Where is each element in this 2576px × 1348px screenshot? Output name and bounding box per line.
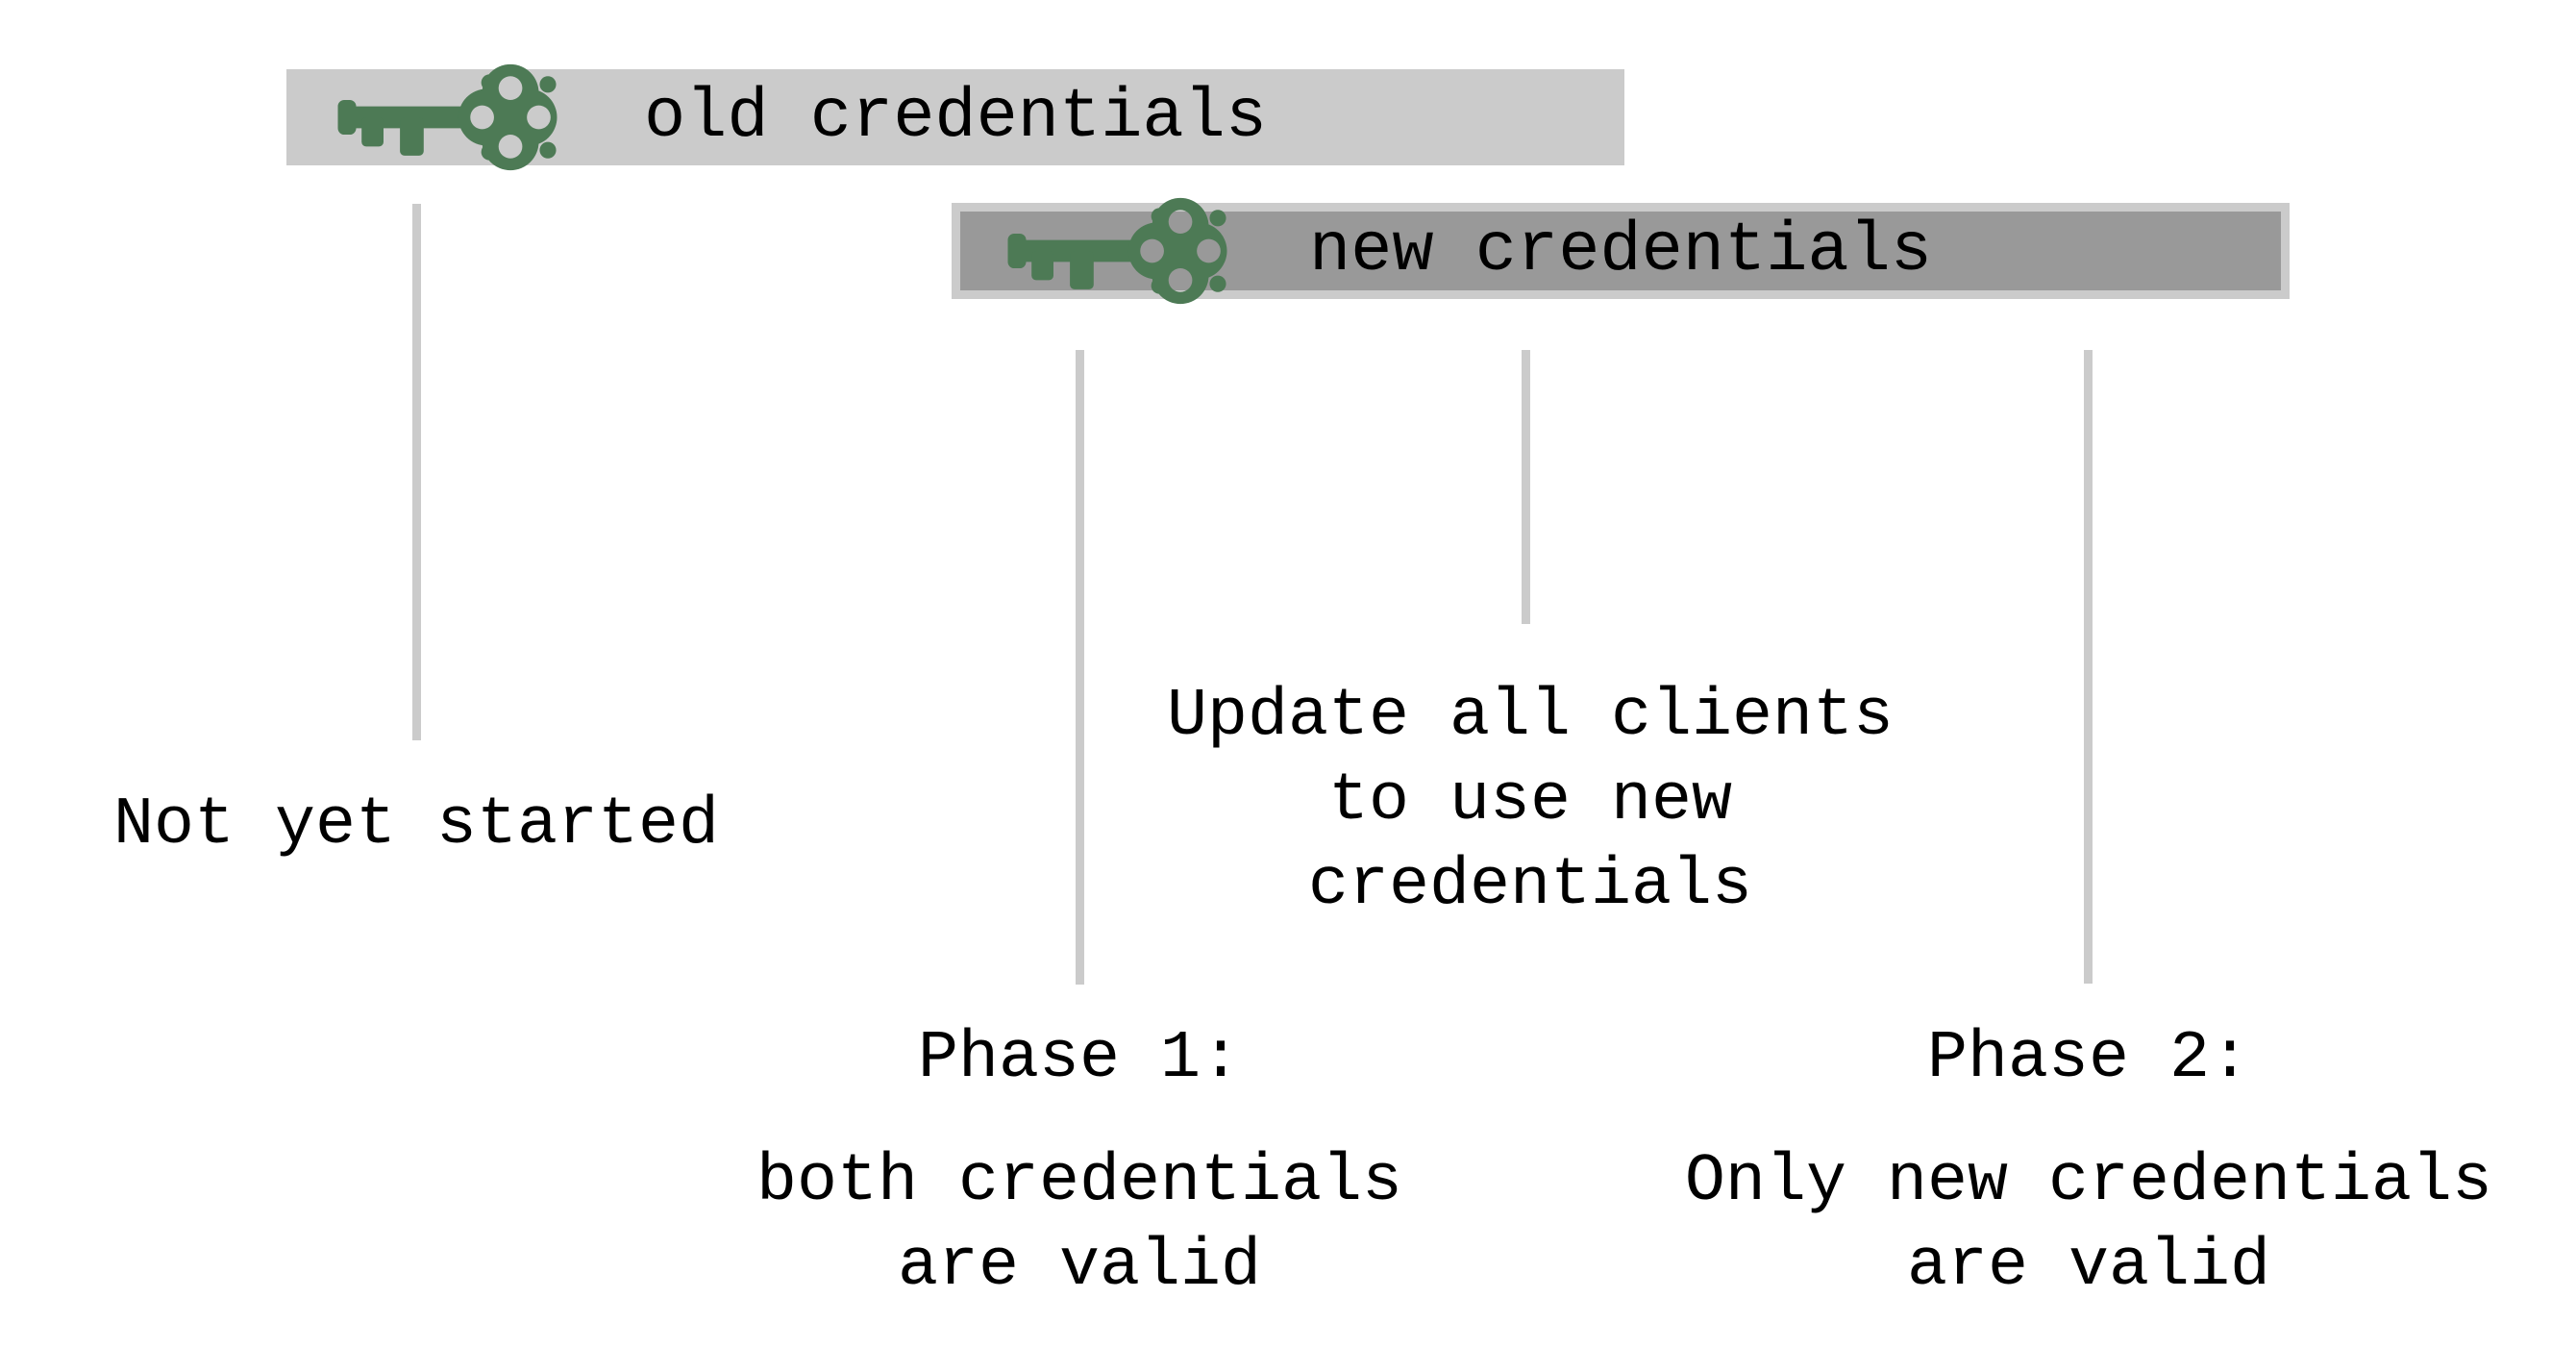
timeline-line-not-started (412, 204, 421, 740)
old-credentials-bar: old credentials (286, 63, 1624, 171)
phase1-title: Phase 1: (917, 1021, 1242, 1097)
phase2-description: Only new credentials are valid (1684, 1144, 2493, 1305)
key-icon (337, 63, 557, 171)
phase1-description: both credentials are valid (755, 1144, 1403, 1305)
phase2-title: Phase 2: (1926, 1021, 2251, 1097)
key-icon (1007, 197, 1227, 305)
update-clients-note: Update all clients to use new credential… (1166, 679, 1895, 924)
new-credentials-label: new credentials (1308, 212, 1933, 290)
new-credentials-bar: new credentials (952, 197, 2290, 305)
timeline-line-phase1-start (1076, 350, 1084, 985)
timeline-line-update-clients (1522, 350, 1530, 624)
timeline-line-phase2-start (2084, 350, 2093, 984)
not-started-label: Not yet started (112, 787, 720, 863)
old-credentials-label: old credentials (643, 78, 1268, 157)
